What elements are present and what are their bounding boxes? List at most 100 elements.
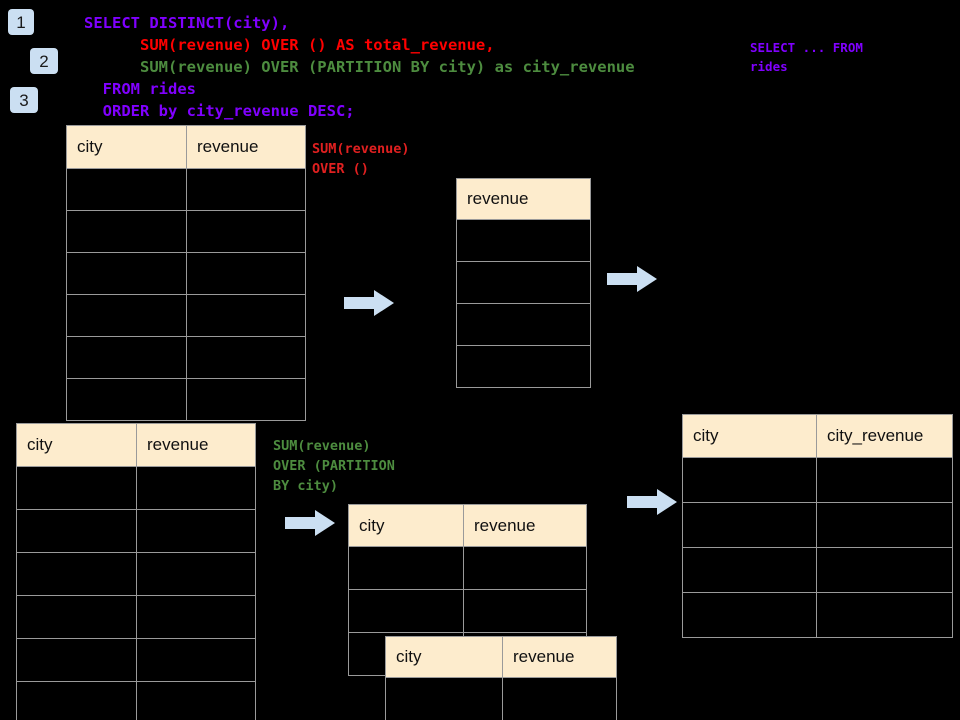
table-row	[66, 294, 306, 337]
column-header-city: city	[348, 504, 464, 547]
table-row	[16, 638, 256, 682]
column-header-city: city	[16, 423, 137, 467]
table-cell-city_revenue	[816, 502, 953, 548]
column-header-city: city	[385, 636, 503, 678]
step-badge-label: 3	[19, 90, 29, 110]
table-total-revenue: revenue	[456, 178, 591, 388]
table-cell-city	[348, 546, 464, 590]
table-row	[16, 509, 256, 553]
table-row	[16, 552, 256, 596]
column-header-revenue: revenue	[136, 423, 256, 467]
table-cell-city	[348, 589, 464, 633]
table-cell-revenue	[456, 345, 591, 388]
table-cell-revenue	[136, 638, 256, 682]
note-select-from-rides: SELECT ... FROM rides	[750, 40, 863, 74]
column-header-city: city	[682, 414, 817, 458]
table-row	[66, 210, 306, 253]
column-header-revenue: revenue	[456, 178, 591, 220]
column-header-revenue: revenue	[463, 504, 587, 547]
sql-query-block: SELECT DISTINCT(city), SUM(revenue) OVER…	[84, 12, 635, 122]
table-cell-city	[385, 677, 503, 720]
table-row	[66, 336, 306, 379]
step-badge-label: 2	[39, 51, 49, 71]
table-cell-city	[16, 509, 137, 553]
step-badge-label: 1	[16, 12, 26, 32]
table-row	[456, 261, 591, 304]
table-row	[682, 457, 953, 503]
table-cell-revenue	[186, 252, 306, 295]
table-cell-revenue	[136, 509, 256, 553]
table-cell-revenue	[186, 294, 306, 337]
table-row	[66, 252, 306, 295]
table-cell-city	[66, 210, 187, 253]
arrow-total-to-result	[607, 266, 657, 292]
column-header-city: city	[66, 125, 187, 169]
sql-line: SELECT DISTINCT(city),	[84, 14, 290, 32]
note-sum-over-empty: SUM(revenue) OVER ()	[312, 141, 410, 177]
column-header-revenue: revenue	[502, 636, 617, 678]
table-cell-city	[66, 168, 187, 211]
sql-line: SUM(revenue) OVER () AS total_revenue,	[84, 36, 495, 54]
sql-line: SUM(revenue) OVER (PARTITION BY city) as…	[84, 58, 635, 76]
table-cell-revenue	[186, 336, 306, 379]
step-badge-2: 2	[30, 48, 58, 74]
table-cell-city_revenue	[816, 592, 953, 638]
table-cell-city_revenue	[816, 547, 953, 593]
table-row	[348, 546, 587, 590]
table-cell-revenue	[456, 219, 591, 262]
table-row	[682, 502, 953, 548]
table-row	[16, 466, 256, 510]
arrow-partition-to-result	[627, 489, 677, 515]
table-row	[16, 681, 256, 720]
sql-line: FROM rides	[84, 80, 196, 98]
table-cell-revenue	[136, 681, 256, 720]
table-cell-city	[16, 681, 137, 720]
table-row	[348, 589, 587, 633]
table-cell-city	[16, 552, 137, 596]
column-header-revenue: revenue	[186, 125, 306, 169]
table-cell-revenue	[136, 595, 256, 639]
table-row	[456, 303, 591, 346]
table-header-row: revenue	[456, 178, 591, 220]
table-cell-revenue	[136, 552, 256, 596]
table-cell-city	[66, 378, 187, 421]
table-cell-city	[66, 336, 187, 379]
table-cell-revenue	[186, 210, 306, 253]
sql-line: ORDER by city_revenue DESC;	[84, 102, 355, 120]
table-row	[16, 595, 256, 639]
table-cell-revenue	[456, 303, 591, 346]
table-cell-revenue	[463, 589, 587, 633]
table-row	[682, 547, 953, 593]
table-cell-city	[16, 638, 137, 682]
arrow-source-to-total	[344, 290, 394, 316]
table-cell-city	[16, 595, 137, 639]
table-row	[66, 168, 306, 211]
table-cell-revenue	[502, 677, 617, 720]
table-cell-city	[682, 457, 817, 503]
table-cell-city	[682, 547, 817, 593]
table-cell-city	[682, 502, 817, 548]
column-header-city_revenue: city_revenue	[816, 414, 953, 458]
table-cell-city	[66, 252, 187, 295]
table-row	[456, 345, 591, 388]
step-badge-3: 3	[10, 87, 38, 113]
table-row	[66, 378, 306, 421]
table-cell-revenue	[463, 546, 587, 590]
table-row	[682, 592, 953, 638]
table-row	[456, 219, 591, 262]
table-cell-city	[682, 592, 817, 638]
table-cell-city_revenue	[816, 457, 953, 503]
table-cell-revenue	[186, 378, 306, 421]
table-cell-revenue	[456, 261, 591, 304]
table-cell-revenue	[186, 168, 306, 211]
